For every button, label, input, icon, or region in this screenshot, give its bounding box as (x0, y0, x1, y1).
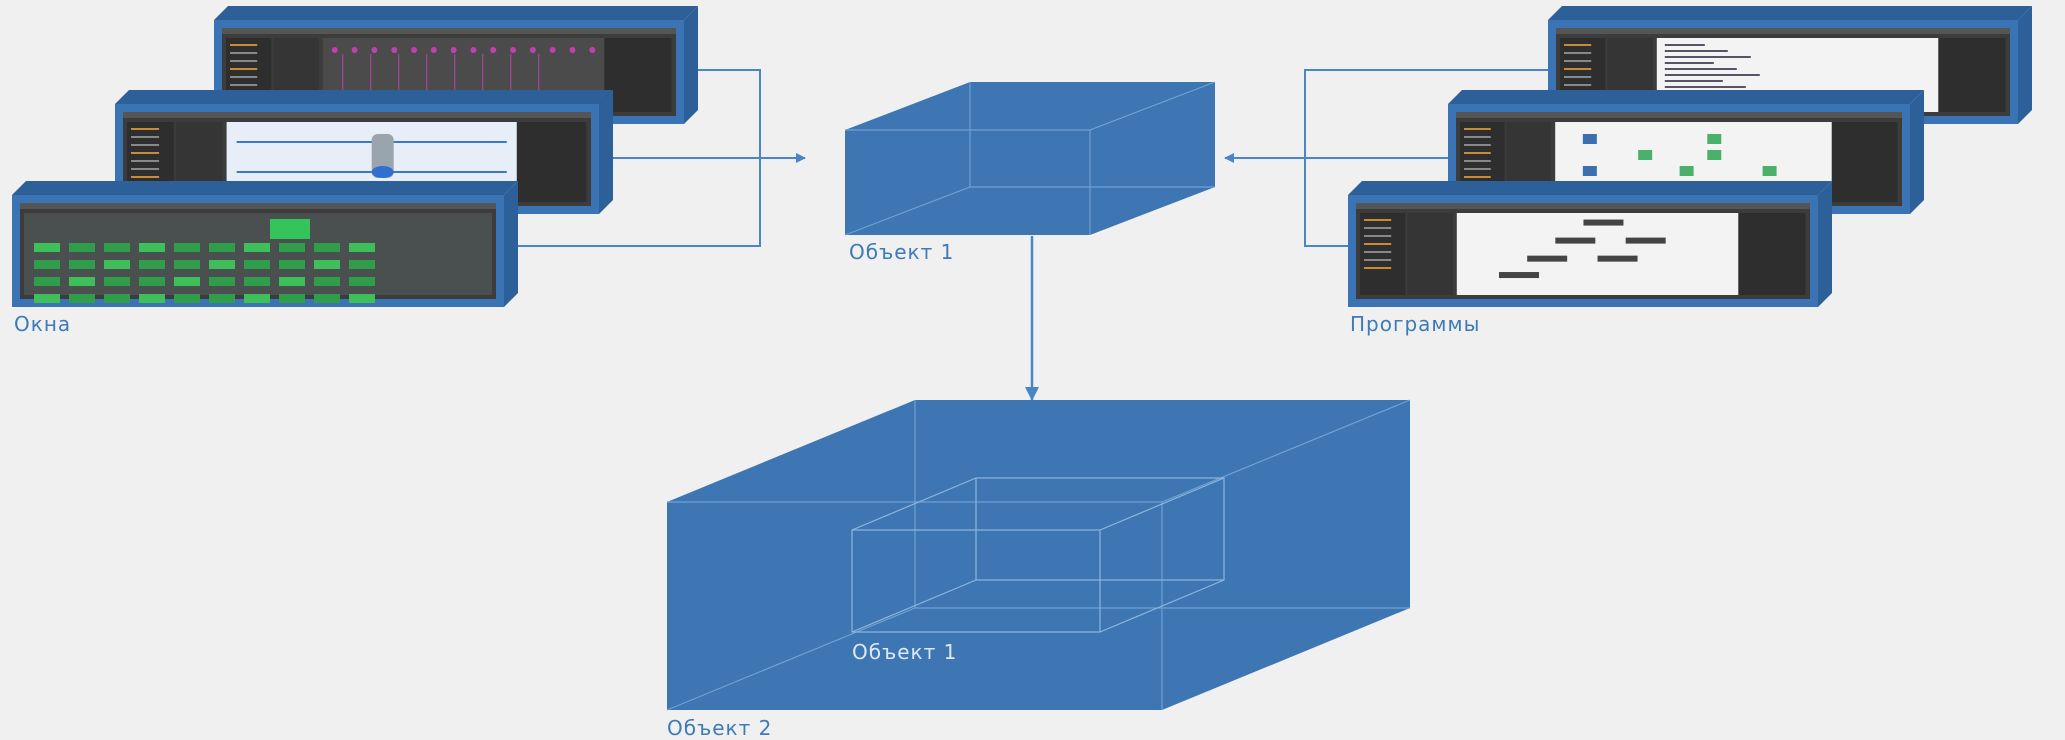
object2-cube (667, 400, 1410, 710)
object2-inner-object1-label: Объект 1 (852, 640, 957, 664)
windows-group-label: Окна (14, 312, 71, 336)
programs-screenshot-stack (1348, 6, 2032, 307)
screenshot-thumbnail (12, 181, 518, 307)
object1-label: Объект 1 (849, 240, 954, 264)
object2-label: Объект 2 (667, 716, 772, 740)
screenshot-thumbnail (1348, 181, 1832, 307)
windows-screenshot-stack (12, 6, 698, 307)
programs-group-label: Программы (1350, 312, 1480, 336)
object1-cube (845, 82, 1215, 235)
